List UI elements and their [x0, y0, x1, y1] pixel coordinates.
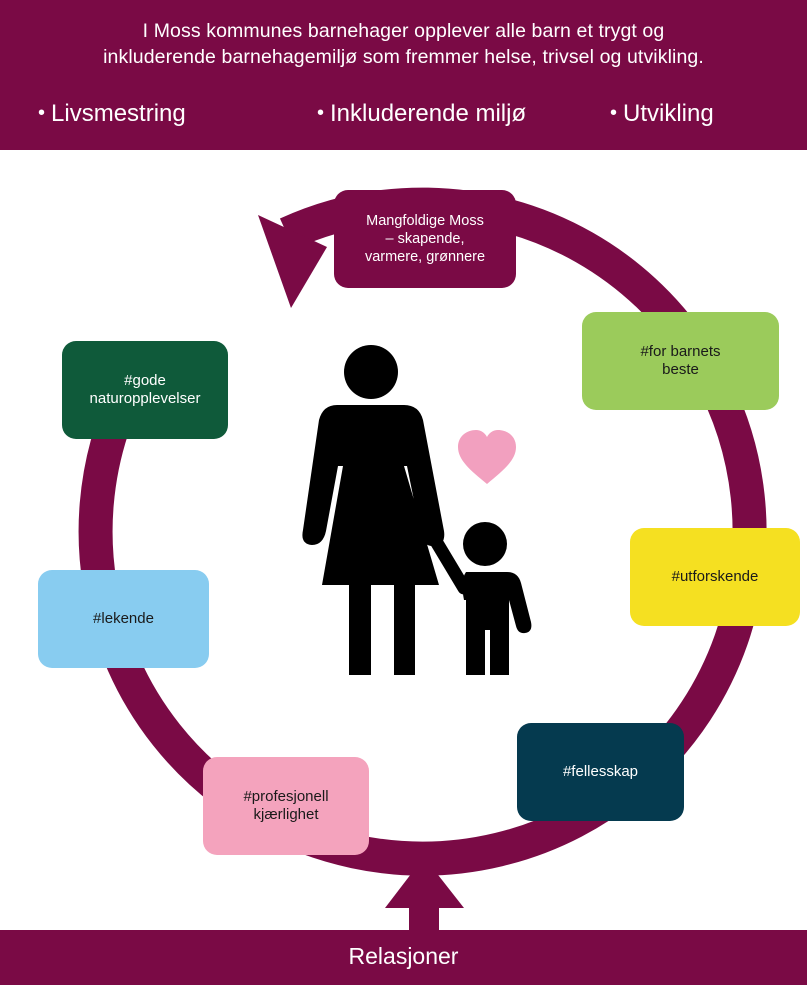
box-fellesskap: #fellesskap	[517, 723, 684, 821]
footer-banner: Relasjoner	[0, 930, 807, 985]
box-lekende: #lekende	[38, 570, 209, 668]
header-banner: I Moss kommunes barnehager opplever alle…	[0, 0, 807, 150]
box-gode-naturopplevelser: #gode naturopplevelser	[62, 341, 228, 439]
holding-arm	[421, 521, 471, 595]
statement-line-2: inkluderende barnehagemiljø som fremmer …	[103, 46, 704, 68]
value-utvikling: •Utvikling	[610, 100, 714, 127]
bullet-icon: •	[38, 102, 46, 124]
footer-label: Relasjoner	[348, 943, 459, 969]
box-utforskende: #utforskende	[630, 528, 800, 626]
heart-icon	[458, 430, 516, 484]
adult-figure-icon	[302, 345, 445, 675]
bullet-icon: •	[610, 102, 618, 124]
cycle-arrowhead-icon	[258, 215, 327, 308]
statement: I Moss kommunes barnehager opplever alle…	[0, 18, 807, 70]
box-mangfoldige-moss: Mangfoldige Moss – skapende, varmere, gr…	[334, 190, 516, 288]
child-figure-icon	[462, 522, 532, 675]
bullet-icon: •	[317, 102, 325, 124]
box-profesjonell-kjaerlighet: #profesjonell kjærlighet	[203, 757, 369, 855]
statement-line-1: I Moss kommunes barnehager opplever alle…	[142, 20, 665, 42]
box-for-barnets-beste: #for barnets beste	[582, 312, 779, 410]
value-livsmestring: •Livsmestring	[38, 100, 186, 127]
values-list: •Livsmestring •Inkluderende miljø •Utvik…	[0, 100, 807, 132]
value-inkluderende-miljo: •Inkluderende miljø	[317, 100, 527, 127]
relations-arrow-icon	[385, 857, 464, 908]
